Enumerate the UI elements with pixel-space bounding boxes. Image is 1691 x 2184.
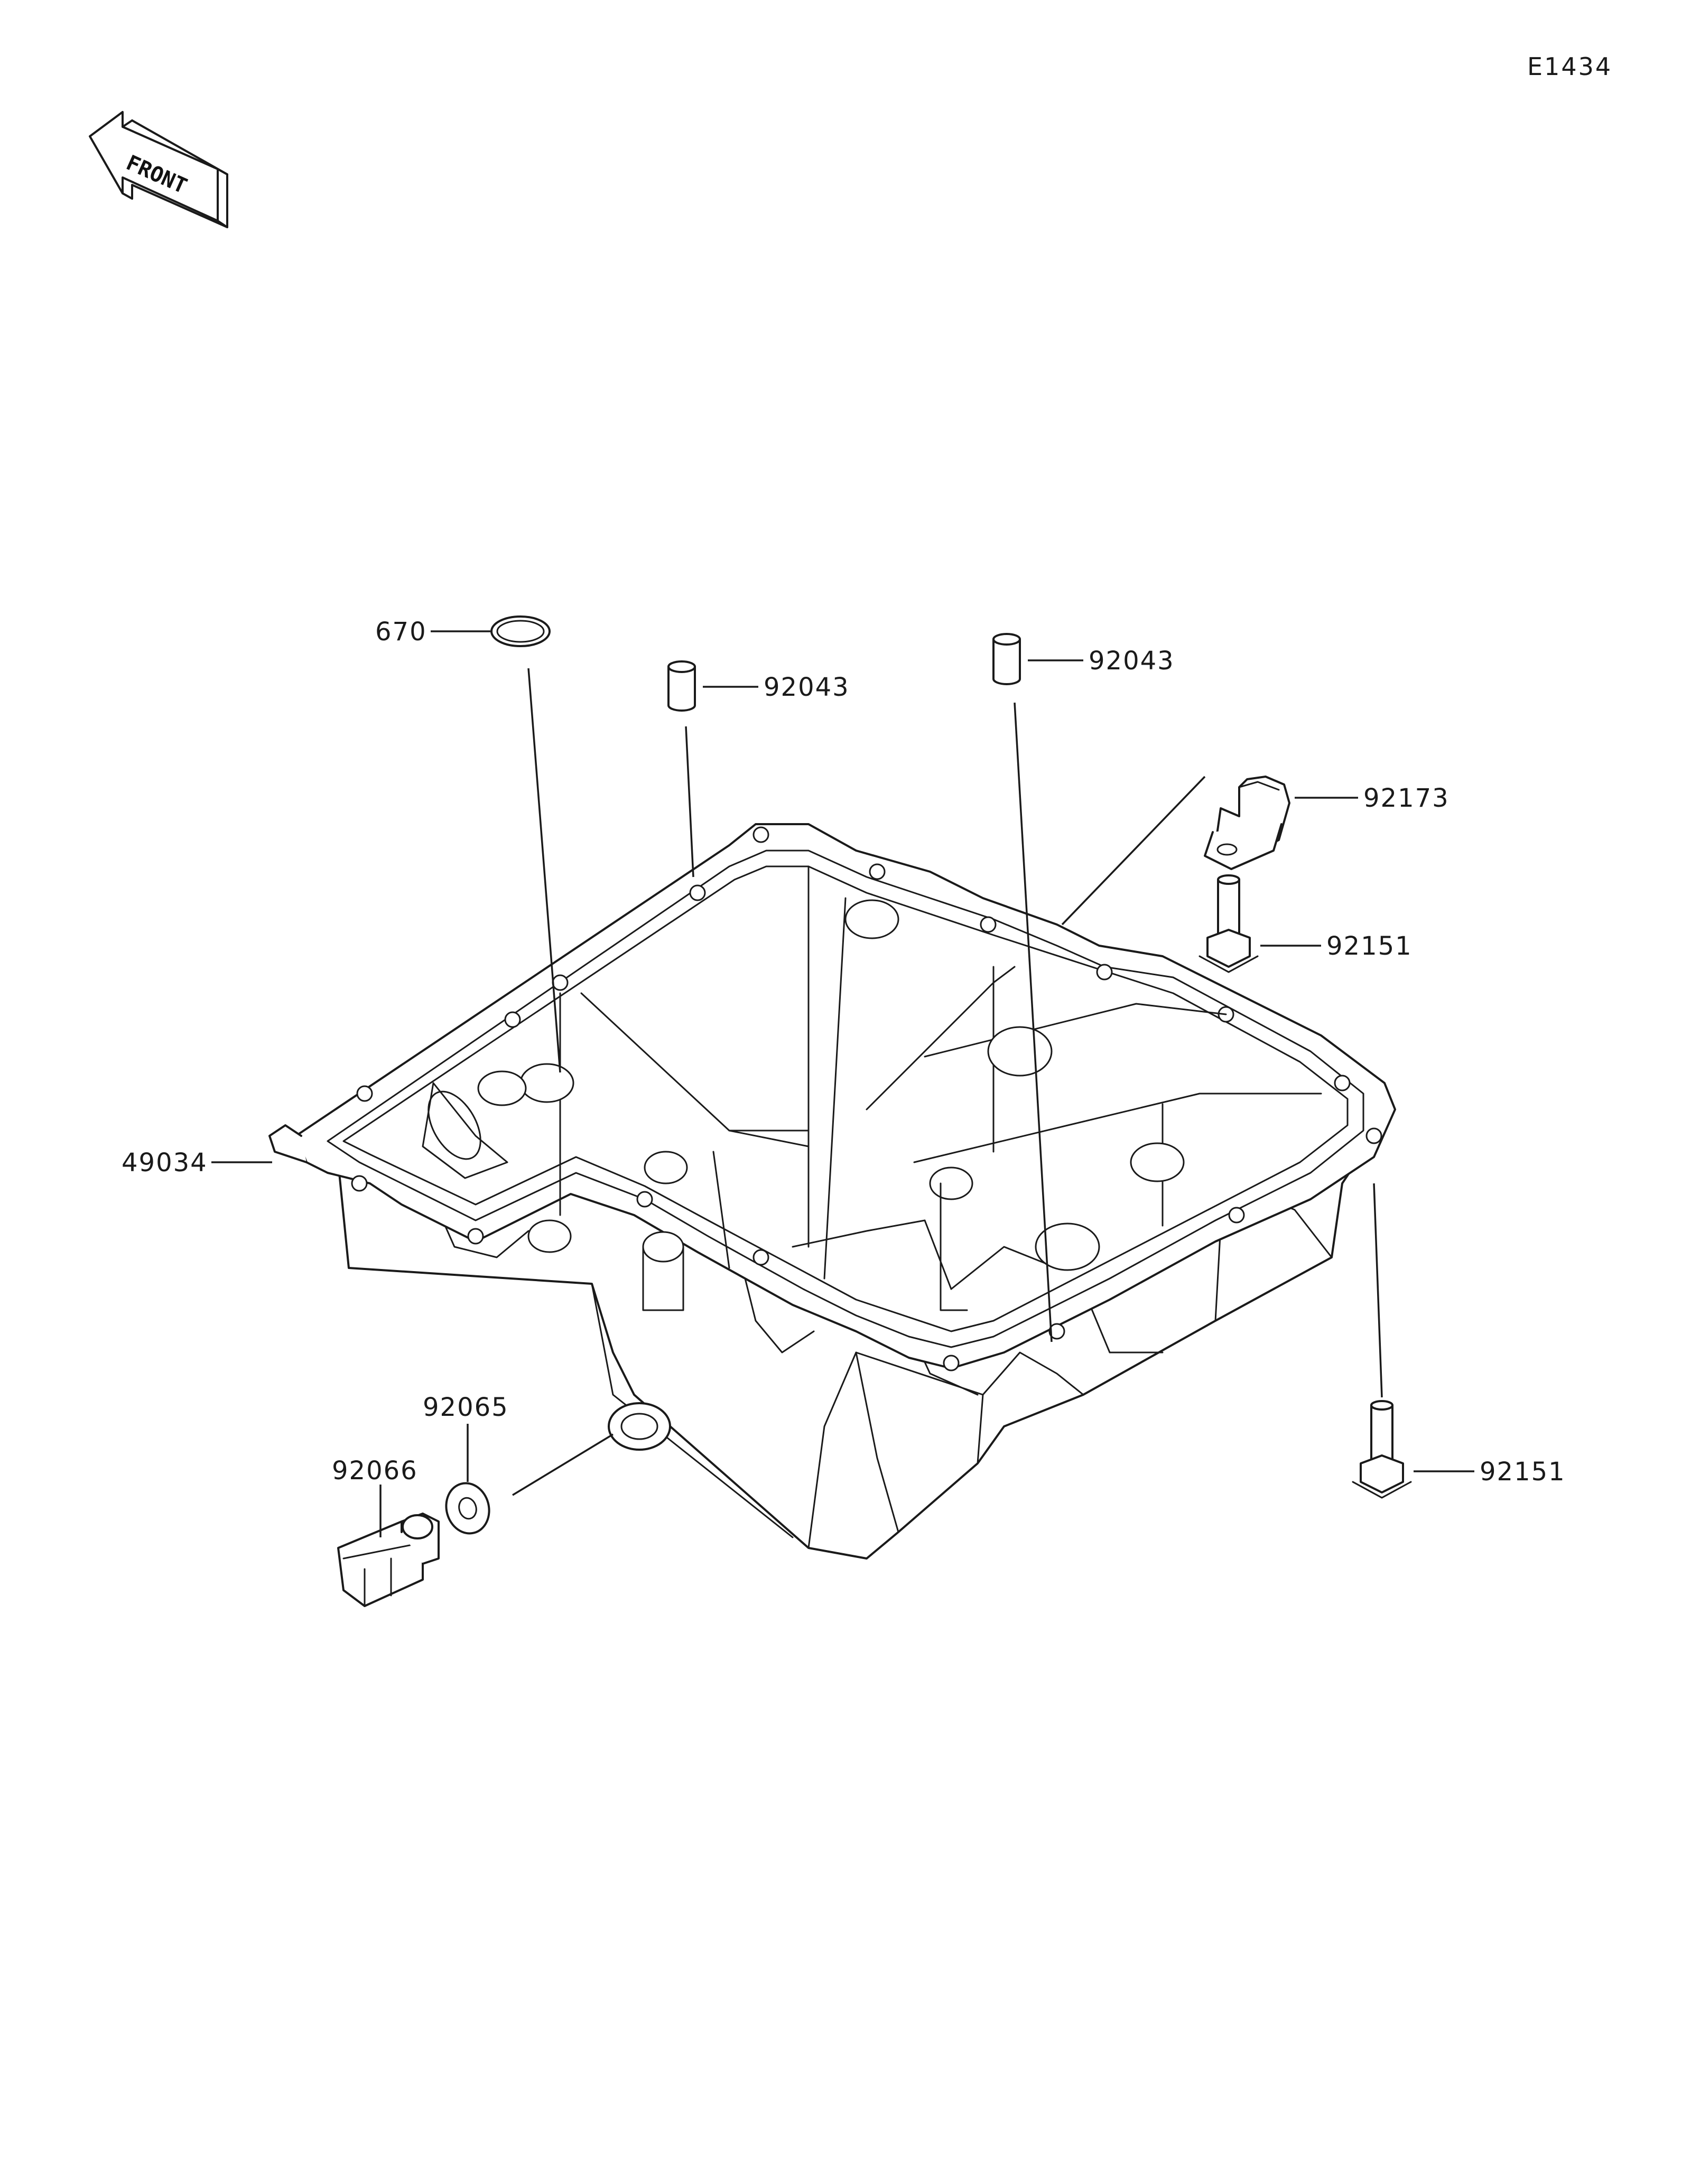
part-number-92043-right: 92043: [1089, 646, 1175, 676]
bolt-92151-upper[interactable]: [1198, 874, 1259, 973]
part-number-670: 670: [375, 617, 427, 647]
front-arrow-icon: FRONT: [89, 111, 228, 228]
part-number-92151-lower: 92151: [1480, 1457, 1566, 1487]
washer-92065[interactable]: [441, 1478, 495, 1538]
o-ring-670[interactable]: [490, 615, 551, 647]
clamp-92173[interactable]: [1204, 776, 1290, 870]
part-number-92173: 92173: [1363, 783, 1450, 813]
part-number-92066: 92066: [332, 1456, 418, 1486]
diagram-code: E1434: [1527, 52, 1612, 81]
part-number-49034: 49034: [122, 1148, 208, 1178]
bolt-92151-lower[interactable]: [1352, 1400, 1412, 1499]
part-number-92151-upper: 92151: [1326, 931, 1413, 961]
part-number-92065: 92065: [423, 1393, 509, 1422]
oil-pan: [268, 823, 1396, 1560]
flange-bolt-holes: [351, 826, 1382, 1371]
part-number-92043-left: 92043: [764, 673, 850, 702]
drain-plug-92066[interactable]: [337, 1513, 440, 1607]
dowel-pin-92043-left[interactable]: [667, 660, 696, 712]
dowel-pin-92043-right[interactable]: [992, 633, 1021, 685]
